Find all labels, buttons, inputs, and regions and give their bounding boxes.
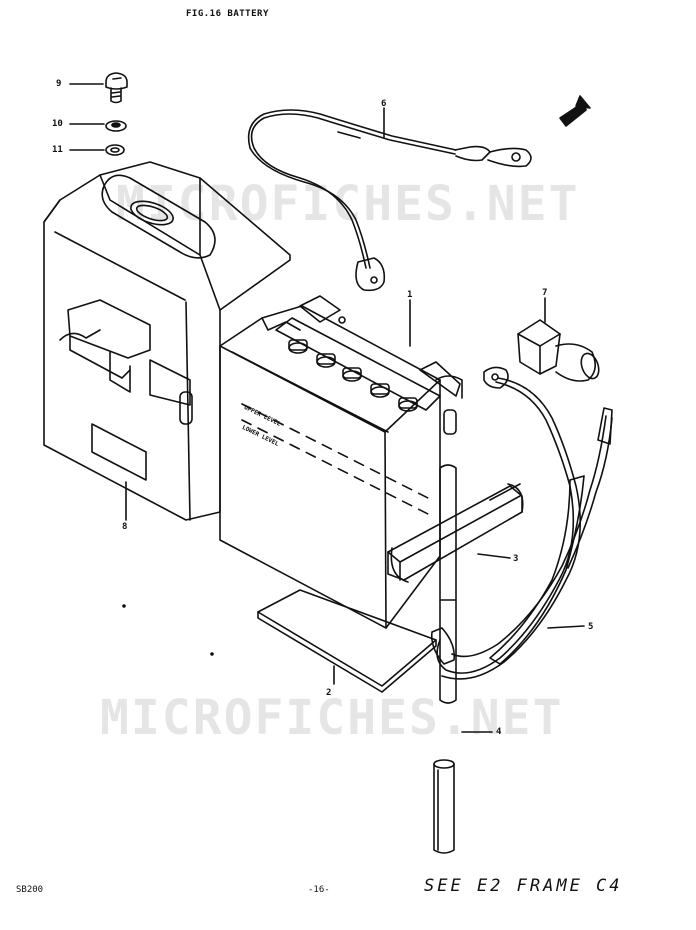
battery-part-1	[219, 295, 463, 629]
handwritten-note: SEE E2 FRAME C4	[424, 876, 623, 896]
callout-11: 11	[52, 145, 63, 155]
front-arrow	[559, 95, 591, 127]
washer-part-10	[105, 120, 127, 132]
callout-10: 10	[52, 119, 63, 129]
callout-7: 7	[542, 288, 548, 298]
screw-part-9	[105, 72, 128, 104]
callout-1: 1	[407, 290, 413, 300]
page-number: -16-	[308, 885, 330, 895]
figure-title: FIG.16 BATTERY	[186, 9, 269, 19]
harness-part-5	[430, 366, 613, 680]
watermark-top: MICROFICHES.NET	[116, 176, 580, 232]
callout-4: 4	[496, 727, 502, 737]
callout-9: 9	[56, 79, 62, 89]
breather-tube-part-4	[433, 464, 457, 854]
battery-cells	[288, 339, 418, 412]
cap-part-7	[517, 319, 600, 382]
battery-case-part-8	[43, 161, 291, 521]
callout-5: 5	[588, 622, 594, 632]
model-code: SB200	[16, 885, 44, 895]
washer-part-11	[105, 144, 125, 156]
callout-3: 3	[513, 554, 519, 564]
callout-6: 6	[381, 99, 387, 109]
band-part-3	[387, 483, 524, 583]
watermark-bottom: MICROFICHES.NET	[100, 690, 564, 746]
callout-2: 2	[326, 688, 332, 698]
pad-part-2	[257, 589, 437, 693]
callout-8: 8	[122, 522, 128, 532]
cable-part-6	[247, 109, 532, 292]
